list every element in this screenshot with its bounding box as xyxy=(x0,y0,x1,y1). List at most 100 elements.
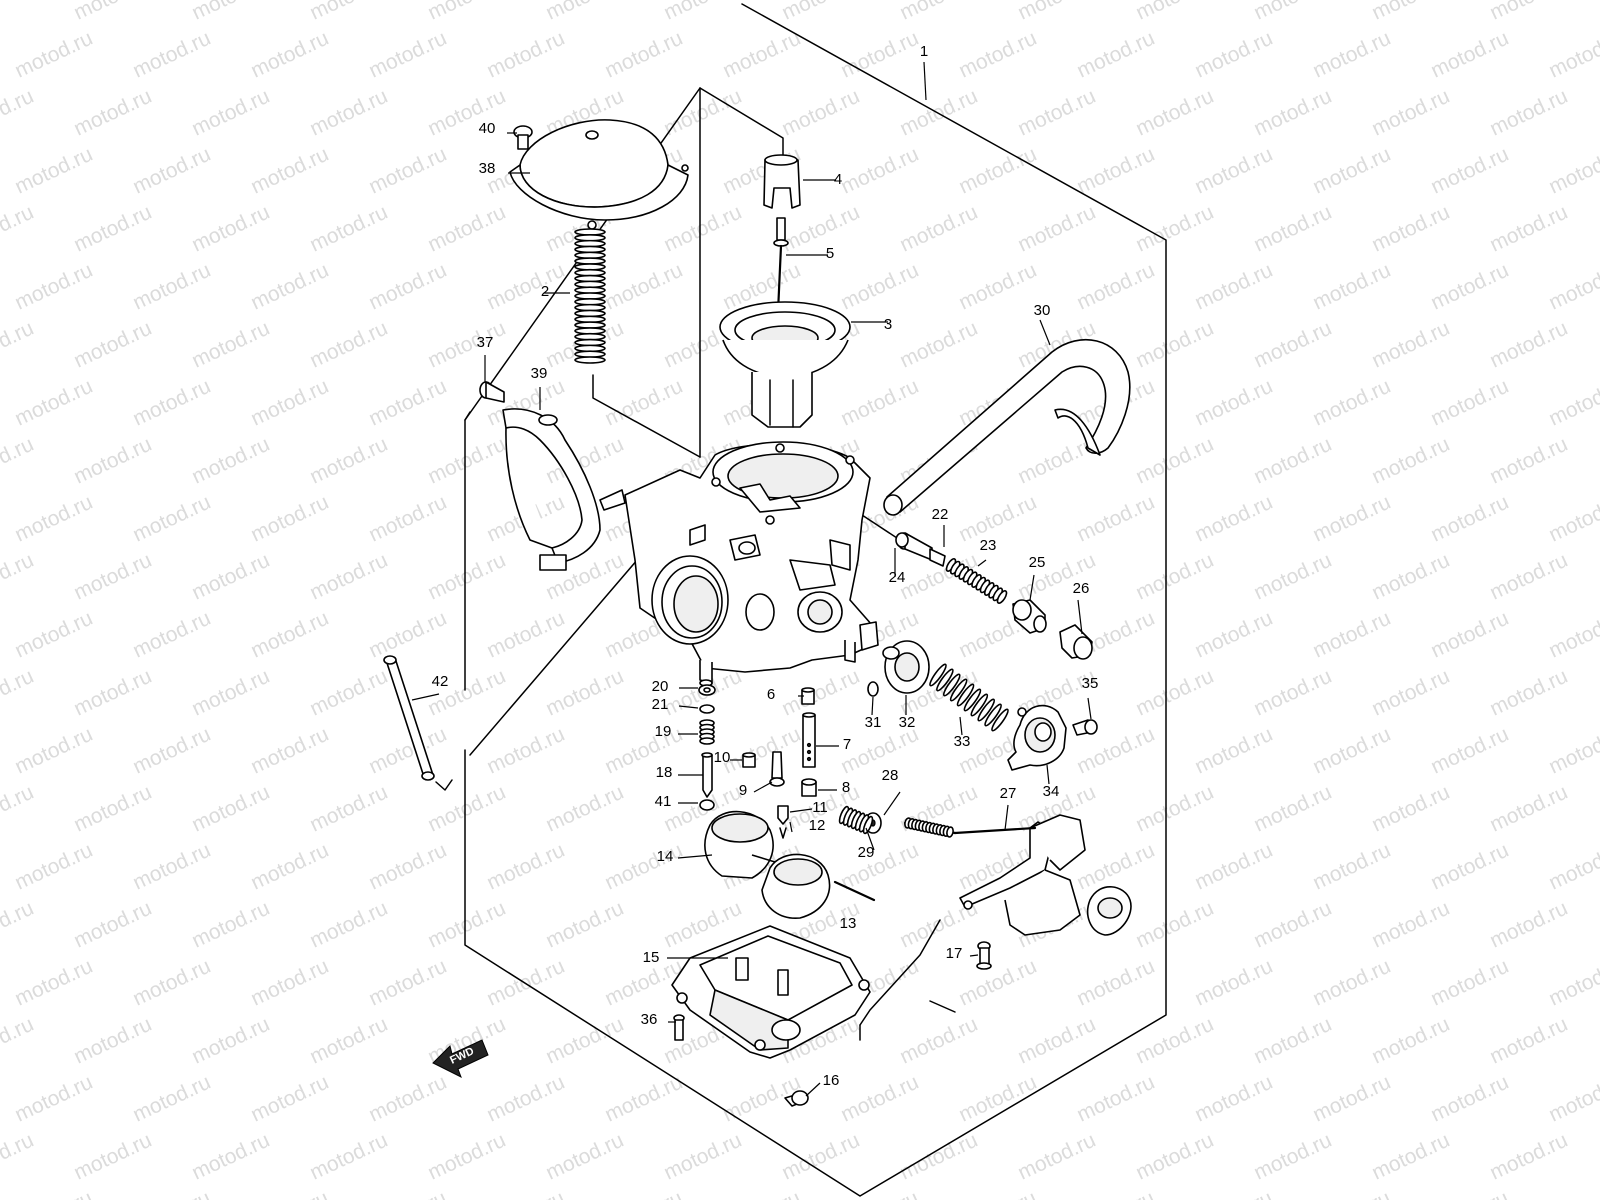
watermark-text: motod.ru xyxy=(1486,781,1571,837)
screw-16-drawing xyxy=(784,1090,809,1107)
watermark-text: motod.ru xyxy=(365,955,450,1011)
watermark-text: motod.ru xyxy=(778,1129,863,1185)
watermark-text: motod.ru xyxy=(188,665,273,721)
watermark-text: motod.ru xyxy=(1250,897,1335,953)
callout-40: 40 xyxy=(479,120,496,137)
watermark-text: motod.ru xyxy=(483,259,568,315)
diaphragm-32-drawing xyxy=(882,640,930,694)
callout-25: 25 xyxy=(1029,554,1046,571)
cover-34-drawing xyxy=(1007,704,1067,771)
small-parts-drawing xyxy=(698,684,817,839)
watermark-text: motod.ru xyxy=(365,375,450,431)
callout-38: 38 xyxy=(479,160,496,177)
watermark-text: motod.ru xyxy=(1427,27,1512,83)
watermark-text: motod.ru xyxy=(11,955,96,1011)
watermark-text: motod.ru xyxy=(365,1187,450,1200)
watermark-text: motod.ru xyxy=(1014,201,1099,257)
watermark-text: motod.ru xyxy=(1309,839,1394,895)
watermark-text: motod.ru xyxy=(1132,1129,1217,1185)
watermark-text: motod.ru xyxy=(837,27,922,83)
spring-coil xyxy=(936,668,954,692)
watermark-text: motod.ru xyxy=(1309,27,1394,83)
watermark-text: motod.ru xyxy=(1427,491,1512,547)
watermark-text: motod.ru xyxy=(601,723,686,779)
watermark-text: motod.ru xyxy=(1132,665,1217,721)
watermark-text: motod.ru xyxy=(188,85,273,141)
watermark-text: motod.ru xyxy=(70,0,155,25)
watermark-text: motod.ru xyxy=(365,607,450,663)
watermark-text: motod.ru xyxy=(1545,955,1600,1011)
watermark-text: motod.ru xyxy=(1309,1187,1394,1200)
watermark-text: motod.ru xyxy=(1191,1071,1276,1127)
callout-leader-line xyxy=(1046,764,1050,785)
watermark-text: motod.ru xyxy=(1132,897,1217,953)
watermark-text: motod.ru xyxy=(1014,1129,1099,1185)
watermark-text: motod.ru xyxy=(1250,85,1335,141)
watermark-text: motod.ru xyxy=(247,1187,332,1200)
watermark-text: motod.ru xyxy=(837,259,922,315)
watermark-text: motod.ru xyxy=(542,665,627,721)
callout-leaders xyxy=(411,132,1092,1097)
watermark-text: motod.ru xyxy=(129,723,214,779)
callout-leader-line xyxy=(1004,804,1009,831)
watermark-text: motod.ru xyxy=(1073,259,1158,315)
callout-1: 1 xyxy=(920,43,928,60)
watermark-text: motod.ru xyxy=(1427,839,1512,895)
watermark-text: motod.ru xyxy=(70,897,155,953)
watermark-text: motod.ru xyxy=(1014,85,1099,141)
callout-39: 39 xyxy=(531,365,548,382)
watermark-text: motod.ru xyxy=(1486,1013,1571,1069)
watermark-text: motod.ru xyxy=(247,143,332,199)
watermark-text: motod.ru xyxy=(601,259,686,315)
callout-31: 31 xyxy=(865,714,882,731)
spring-23-drawing xyxy=(945,558,1008,604)
watermark-text: motod.ru xyxy=(601,27,686,83)
callout-33: 33 xyxy=(954,733,971,750)
watermark-text: motod.ru xyxy=(1368,781,1453,837)
adjuster-screw-thread xyxy=(904,817,954,838)
watermark-text: motod.ru xyxy=(1250,0,1335,25)
watermark-text: motod.ru xyxy=(0,1129,37,1185)
watermark-text: motod.ru xyxy=(11,27,96,83)
spring-29-drawing xyxy=(838,805,874,835)
watermark-text: motod.ru xyxy=(11,607,96,663)
watermark-text: motod.ru xyxy=(1250,1129,1335,1185)
watermark-text: motod.ru xyxy=(1014,1013,1099,1069)
screw-37-drawing xyxy=(479,381,505,403)
watermark-text: motod.ru xyxy=(11,143,96,199)
watermark-text: motod.ru xyxy=(601,839,686,895)
callout-19: 19 xyxy=(655,723,672,740)
spring-coil xyxy=(984,703,1002,727)
callout-36: 36 xyxy=(641,1011,658,1028)
callout-22: 22 xyxy=(932,506,949,523)
float-chamber-drawing xyxy=(671,925,871,1059)
watermark-text: motod.ru xyxy=(188,201,273,257)
spring-coil xyxy=(862,815,874,835)
watermark-text: motod.ru xyxy=(1309,143,1394,199)
screw-17-drawing xyxy=(976,941,992,970)
watermark-text: motod.ru xyxy=(1191,1187,1276,1200)
watermark-text: motod.ru xyxy=(129,955,214,1011)
watermark-text: motod.ru xyxy=(306,897,391,953)
callout-17: 17 xyxy=(946,945,963,962)
float-drawing xyxy=(704,810,831,919)
nut-25-drawing xyxy=(1012,599,1047,634)
watermark-text: motod.ru xyxy=(0,549,37,605)
watermark-text: motod.ru xyxy=(70,781,155,837)
callout-leader-line xyxy=(1087,697,1092,720)
callout-23: 23 xyxy=(980,537,997,554)
watermark-text: motod.ru xyxy=(306,317,391,373)
watermark-text: motod.ru xyxy=(1073,1071,1158,1127)
watermark-text: motod.ru xyxy=(247,1071,332,1127)
watermark-text: motod.ru xyxy=(1486,549,1571,605)
watermark-text: motod.ru xyxy=(11,723,96,779)
watermark-text: motod.ru xyxy=(1486,201,1571,257)
watermark-text: motod.ru xyxy=(70,1013,155,1069)
watermark-text: motod.ru xyxy=(1486,85,1571,141)
callout-6: 6 xyxy=(767,686,775,703)
callout-leader-line xyxy=(969,954,979,957)
callout-leader-line xyxy=(1077,599,1083,635)
watermark-text: motod.ru xyxy=(247,27,332,83)
watermark-text: motod.ru xyxy=(1545,259,1600,315)
watermark-text: motod.ru xyxy=(601,1071,686,1127)
